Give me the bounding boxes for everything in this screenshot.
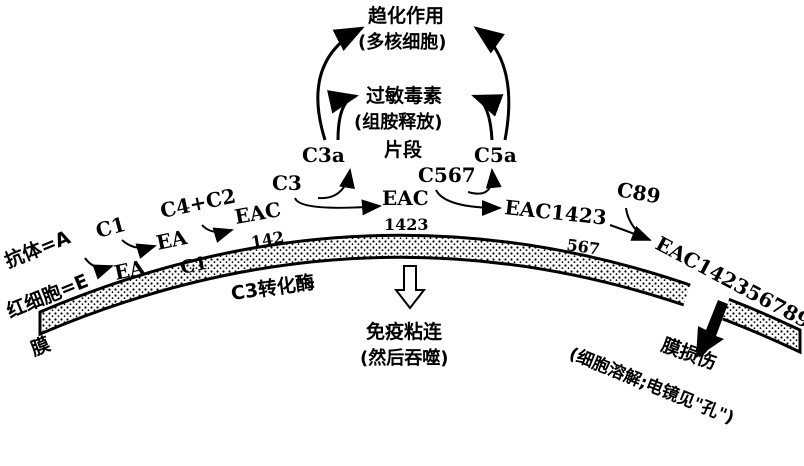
- c5a-label: C5a: [474, 143, 517, 167]
- cell-membrane: [38, 233, 802, 355]
- fragment-label: 片段: [384, 138, 423, 161]
- anaphylatoxin-sub-label: (组胺释放): [354, 111, 442, 133]
- immune-adherence-sub-label: (然后吞噬): [360, 347, 448, 369]
- arrow-c1: [121, 239, 157, 259]
- arrow-e-to-ea: [84, 257, 114, 280]
- c4c2-label: C4+C2: [158, 184, 238, 223]
- arrow-c5a-chemotaxis: [473, 26, 511, 141]
- c567-label: C567: [418, 163, 476, 187]
- arrow-c3a-release: [317, 168, 355, 200]
- arrow-c5a-anaphylatoxin: [471, 94, 504, 141]
- arrow-c5a-release: [467, 168, 502, 195]
- n1423-label: 1423: [384, 215, 429, 234]
- solid-down-arrow-icon: [696, 300, 728, 358]
- arrow-c89: [625, 207, 647, 241]
- ea-label-upper: EA: [154, 225, 190, 255]
- arrow-ea-to-eac: [201, 224, 234, 243]
- c1-input: C1: [93, 212, 128, 243]
- antibody-label: 抗体=A: [1, 225, 74, 272]
- c3-convertase-label: C3转化酶: [229, 270, 316, 304]
- arrow-c567: [435, 189, 502, 216]
- chemotaxis-sub-label: (多核细胞): [358, 31, 446, 53]
- arrow-c3: [294, 197, 382, 216]
- eac-1423-label: EAC: [382, 186, 429, 210]
- anaphylatoxin-label: 过敏毒素: [366, 84, 442, 107]
- membrane-label: 膜: [26, 332, 53, 361]
- chemotaxis-label: 趋化作用: [368, 4, 444, 27]
- arrow-c3a-anaphylatoxin: [327, 90, 359, 141]
- hollow-down-arrow-icon: [393, 265, 427, 310]
- arrow-to-mac: [609, 224, 652, 241]
- eac1423-label: EAC1423: [503, 195, 607, 230]
- c89-label: C89: [615, 177, 662, 208]
- arrow-c3a-chemotaxis: [316, 26, 365, 141]
- c3a-label: C3a: [302, 143, 345, 167]
- immune-adherence-label: 免疫粘连: [366, 320, 443, 343]
- eac-142-label: EAC: [233, 197, 283, 229]
- c3-label: C3: [272, 171, 302, 195]
- n567-label: 567: [565, 235, 601, 258]
